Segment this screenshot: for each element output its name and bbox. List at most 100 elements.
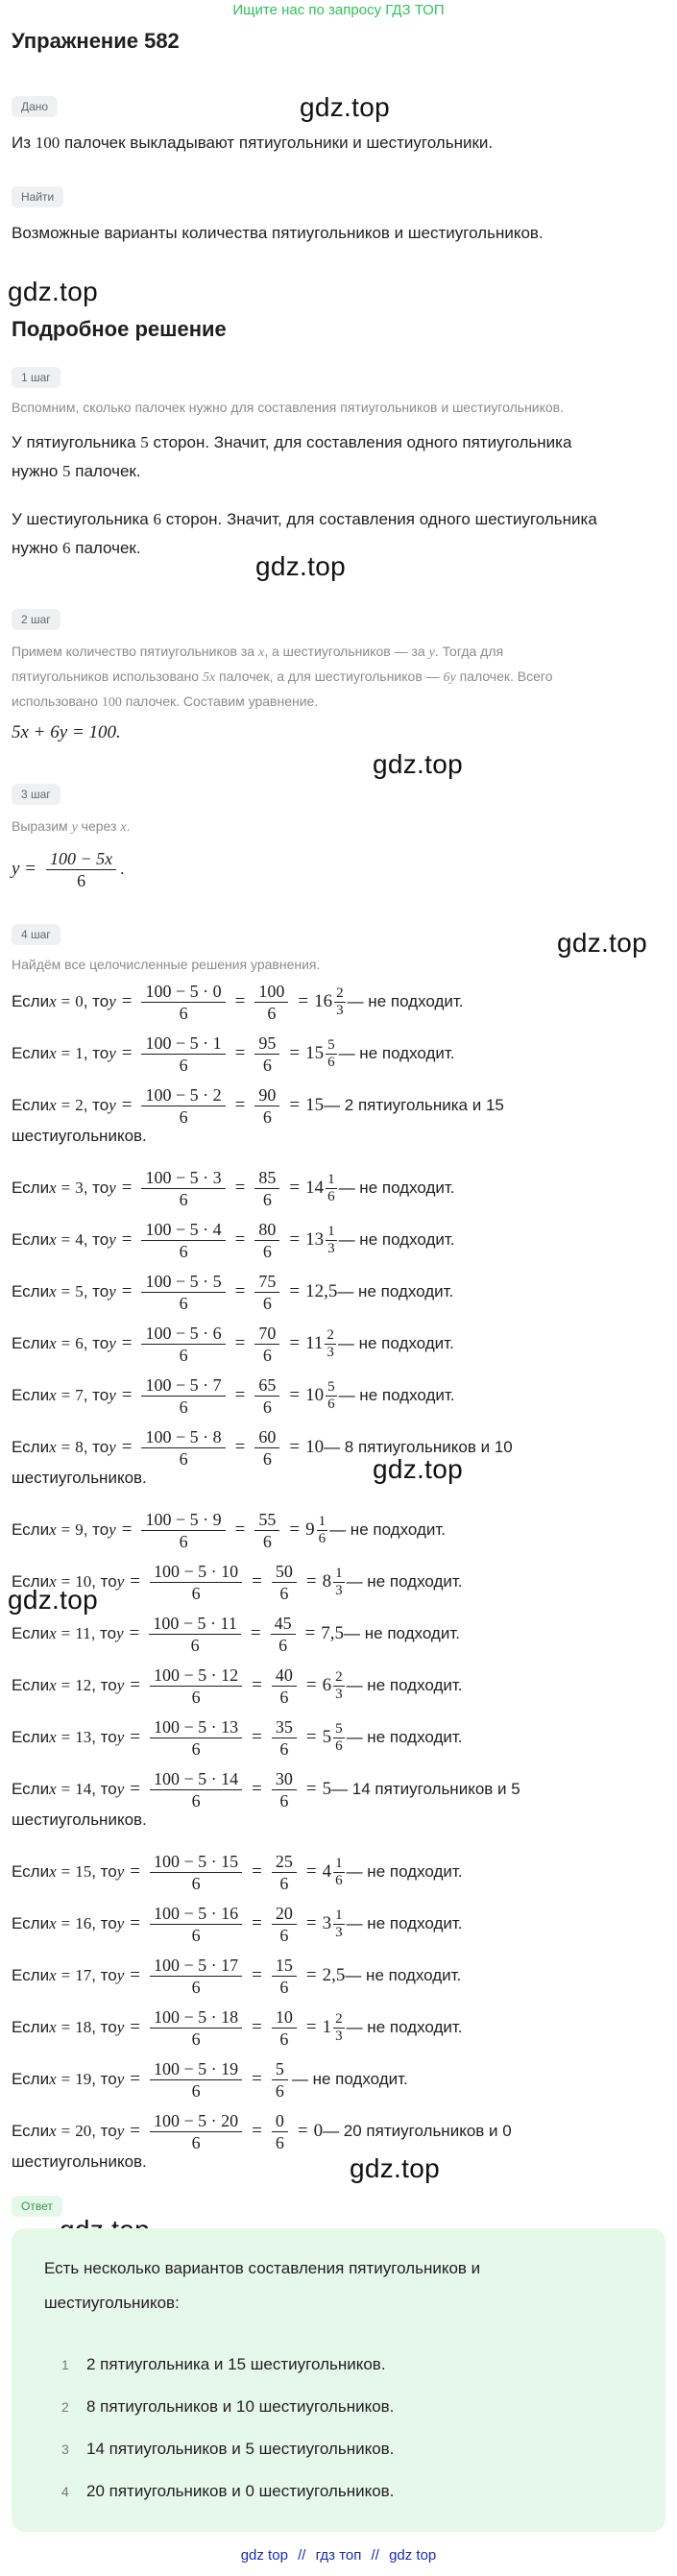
- footer-separator: //: [371, 2547, 379, 2564]
- solution-row-continuation: шестиугольников.: [12, 2152, 147, 2171]
- solution-row-continuation: шестиугольников.: [12, 1127, 147, 1145]
- answer-item-text: 20 пятиугольников и 0 шестиугольников.: [86, 2482, 395, 2500]
- footer-link[interactable]: gdz top: [389, 2547, 437, 2564]
- watermark: gdz.top: [373, 749, 463, 779]
- step2-tag: 2 шаг: [12, 609, 60, 630]
- step3-tag: 3 шаг: [12, 784, 60, 805]
- watermark: gdz.top: [350, 2153, 440, 2183]
- answer-box: Есть несколько вариантов составления пят…: [12, 2228, 665, 2532]
- answer-item-number: 3: [61, 2442, 69, 2457]
- footer-links: gdz top // гдз топ // gdz top: [0, 2547, 677, 2564]
- step2-hint: Примем количество пятиугольников за x, а…: [12, 644, 553, 710]
- answer-item-number: 1: [61, 2357, 69, 2372]
- step1-hexagon-text: У шестиугольника 6 сторон. Значит, для с…: [12, 510, 597, 557]
- search-hint-banner: Ищите нас по запросу ГДЗ ТОП: [232, 2, 445, 18]
- find-text: Возможные варианты количества пятиугольн…: [12, 224, 544, 242]
- watermark: gdz.top: [8, 277, 98, 306]
- answer-intro: Есть несколько вариантов составления пят…: [44, 2259, 481, 2312]
- step1-hint: Вспомним, сколько палочек нужно для сост…: [12, 400, 565, 415]
- answer-item-text: 2 пятиугольника и 15 шестиугольников.: [86, 2355, 386, 2373]
- step1-tag: 1 шаг: [12, 367, 60, 388]
- footer-link[interactable]: гдз топ: [315, 2547, 362, 2564]
- find-tag: Найти: [12, 186, 64, 207]
- watermark: gdz.top: [255, 551, 346, 581]
- page-title: Упражнение 582: [12, 29, 180, 53]
- answer-item-text: 14 пятиугольников и 5 шестиугольников.: [86, 2440, 395, 2458]
- answer-item-number: 2: [61, 2399, 69, 2415]
- watermark: gdz.top: [300, 92, 390, 122]
- answer-item-text: 8 пятиугольников и 10 шестиугольников.: [86, 2397, 395, 2416]
- step1-pentagon-text: У пятиугольника 5 сторон. Значит, для со…: [12, 433, 572, 480]
- given-text: Из 100 палочек выкладывают пятиугольники…: [12, 134, 494, 152]
- step4-hint: Найдём все целочисленные решения уравнен…: [12, 957, 321, 972]
- answer-item-number: 4: [61, 2484, 69, 2499]
- watermark: gdz.top: [557, 928, 647, 958]
- footer-link[interactable]: gdz top: [240, 2547, 288, 2564]
- step4-tag: 4 шаг: [12, 924, 60, 945]
- solution-row-continuation: шестиугольников.: [12, 1469, 147, 1487]
- watermark: gdz.top: [8, 1585, 98, 1615]
- answer-tag: Ответ: [12, 2196, 62, 2217]
